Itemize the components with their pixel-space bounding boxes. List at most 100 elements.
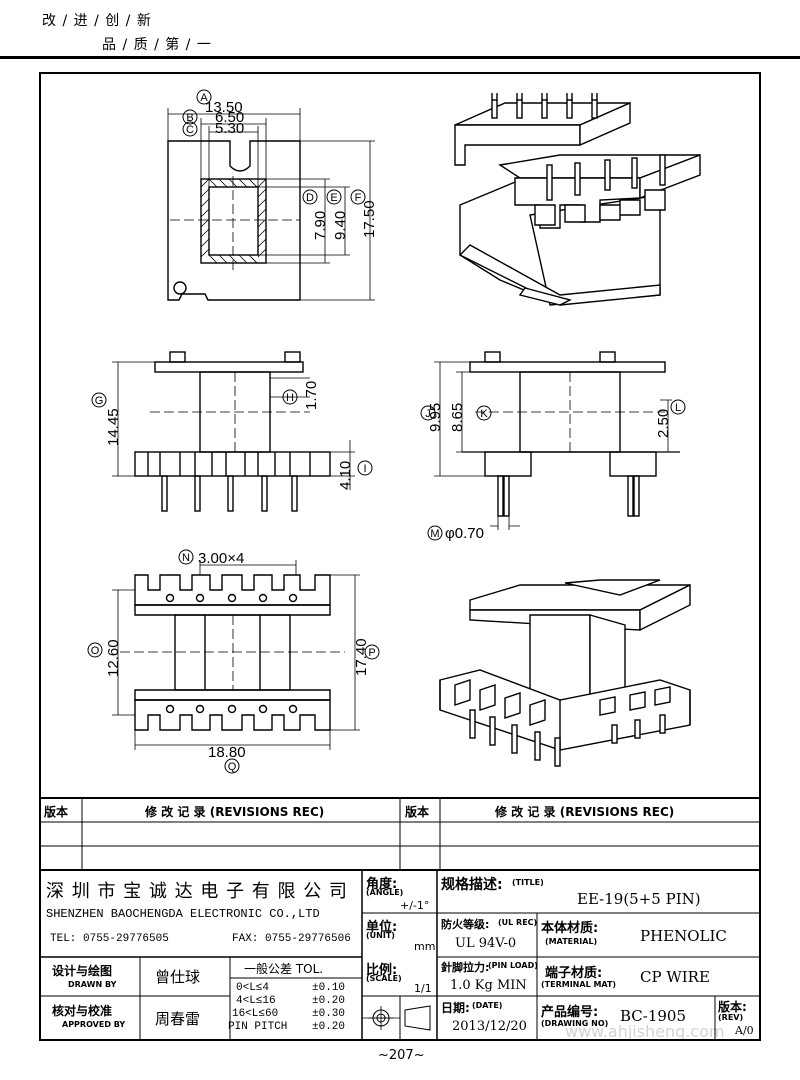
rev-label-en: (REV) (718, 1013, 744, 1022)
material-label: 本体材质: (541, 921, 599, 936)
scale-value: 1/1 (414, 982, 432, 995)
iso-view-exploded (454, 93, 701, 307)
rev-label: 版本: (718, 1000, 747, 1014)
terminal-label-en: (TERMINAL MAT) (541, 980, 617, 989)
marker-J: J (425, 408, 431, 420)
terminal-label: 端子材质: (545, 966, 603, 981)
marker-C: C (186, 124, 194, 136)
header-rule (0, 56, 800, 59)
marker-Q: Q (228, 761, 237, 773)
tol-range-3: 16<L≤60 (232, 1008, 279, 1020)
tol-range-4: PIN PITCH (228, 1021, 288, 1033)
dim-L: 2.50 (655, 409, 672, 438)
rev-col-record-2: 修 改 记 录 (REVISIONS REC) (495, 805, 675, 819)
approved-label-en: APPROVED BY (62, 1020, 126, 1029)
top-view (167, 108, 375, 301)
angle-value: +/-1° (400, 899, 430, 912)
markers (87, 89, 686, 774)
tol-value-2: ±0.20 (312, 995, 346, 1007)
table-grid (40, 797, 760, 1040)
scale-label: 比例: (366, 963, 398, 978)
marker-L: L (675, 402, 681, 414)
marker-G: G (95, 395, 104, 407)
ul-label: 防火等级: (441, 918, 490, 931)
title-label-en: (TITLE) (512, 878, 544, 887)
title-label: 规格描述: (441, 877, 503, 893)
page-number: ~207~ (378, 1048, 425, 1063)
marker-O: O (91, 645, 100, 657)
dimension-labels: 13.50 6.50 5.30 7.90 9.40 17.50 14.45 1.… (105, 99, 672, 761)
front-view (112, 351, 355, 512)
tol-range-1: 0<L≤4 (236, 982, 270, 994)
dim-G: 14.45 (105, 408, 122, 446)
rev-col-version-2: 版本 (405, 805, 430, 819)
dim-M: φ0.70 (445, 525, 484, 542)
tol-value-4: ±0.20 (312, 1021, 346, 1033)
date-value: 2013/12/20 (452, 1019, 527, 1034)
pinload-label: 針脚拉力: (441, 961, 490, 974)
title-value: EE-19(5+5 PIN) (577, 890, 701, 908)
material-value: PHENOLIC (640, 927, 727, 945)
unit-label: 单位: (366, 920, 398, 935)
dim-A: 13.50 (205, 99, 243, 116)
rev-col-version-1: 版本 (44, 805, 69, 819)
marker-P: P (368, 647, 375, 659)
drawingno-label: 产品编号: (541, 1005, 599, 1020)
drawingno-value: BC-1905 (620, 1007, 687, 1025)
drawn-label: 设计与绘图 (52, 964, 113, 978)
dim-Q: 18.80 (208, 744, 246, 761)
dim-H: 1.70 (303, 381, 320, 410)
marker-I: I (363, 463, 366, 475)
marker-E: E (330, 192, 337, 204)
tol-value-1: ±0.10 (312, 982, 346, 994)
dim-O: 12.60 (105, 639, 122, 677)
side-view (434, 351, 680, 530)
tol-range-2: 4<L≤16 (236, 995, 276, 1007)
marker-D: D (306, 192, 314, 204)
company-fax: FAX: 0755-29776506 (232, 933, 351, 945)
bottom-view (112, 560, 360, 750)
marker-B: B (186, 112, 193, 124)
marker-M: M (430, 528, 439, 540)
dim-K: 8.65 (449, 403, 466, 432)
dim-C: 5.30 (215, 120, 244, 137)
marker-A: A (200, 92, 208, 104)
rev-col-record-1: 修 改 记 录 (REVISIONS REC) (145, 805, 325, 819)
approved-value: 周春雷 (155, 1010, 201, 1028)
dim-J: 9.95 (427, 403, 444, 432)
marker-N: N (182, 552, 190, 564)
pinload-value: 1.0 Kg MIN (450, 978, 527, 993)
drawingno-label-en: (DRAWING NO) (541, 1019, 609, 1028)
approved-label: 核对与校准 (52, 1004, 113, 1018)
tol-title: 一般公差 TOL. (244, 962, 324, 976)
angle-label: 角度: (366, 877, 398, 892)
dim-F: 17.50 (361, 200, 378, 238)
slogan-line-2: 品 / 质 / 第 / 一 (102, 37, 212, 53)
pinload-label-en: (PIN LOAD) (488, 961, 538, 970)
unit-label-en: (UNIT) (366, 931, 395, 940)
dim-E: 9.40 (332, 211, 349, 240)
slogan-line-1: 改 / 进 / 创 / 新 (42, 13, 152, 29)
date-label: 日期: (441, 1001, 470, 1015)
scale-label-en: (SCALE) (366, 974, 402, 983)
dim-P: 17.40 (353, 638, 370, 676)
dim-N: 3.00×4 (198, 550, 244, 567)
tol-value-3: ±0.30 (312, 1008, 346, 1020)
ul-label-en: (UL REC) (498, 918, 538, 927)
ul-value: UL 94V-0 (455, 936, 517, 951)
company-name-en: SHENZHEN BAOCHENGDA ELECTRONIC CO.,LTD (46, 907, 320, 921)
angle-label-en: (ANGLE) (366, 888, 404, 897)
watermark: www.ahjisheng.com (565, 1022, 725, 1041)
marker-K: K (480, 408, 488, 420)
dim-D: 7.90 (312, 211, 329, 240)
drawn-value: 曾仕球 (155, 968, 201, 986)
dim-B: 6.50 (215, 109, 244, 126)
marker-H: H (286, 392, 294, 404)
rev-value: A/0 (735, 1024, 754, 1037)
marker-F: F (355, 192, 362, 204)
marker-letters: A B C D E F G H I J K L M N O P Q (91, 92, 681, 773)
company-tel: TEL: 0755-29776505 (50, 933, 169, 945)
unit-value: mm (414, 940, 436, 953)
drawn-label-en: DRAWN BY (68, 980, 117, 989)
